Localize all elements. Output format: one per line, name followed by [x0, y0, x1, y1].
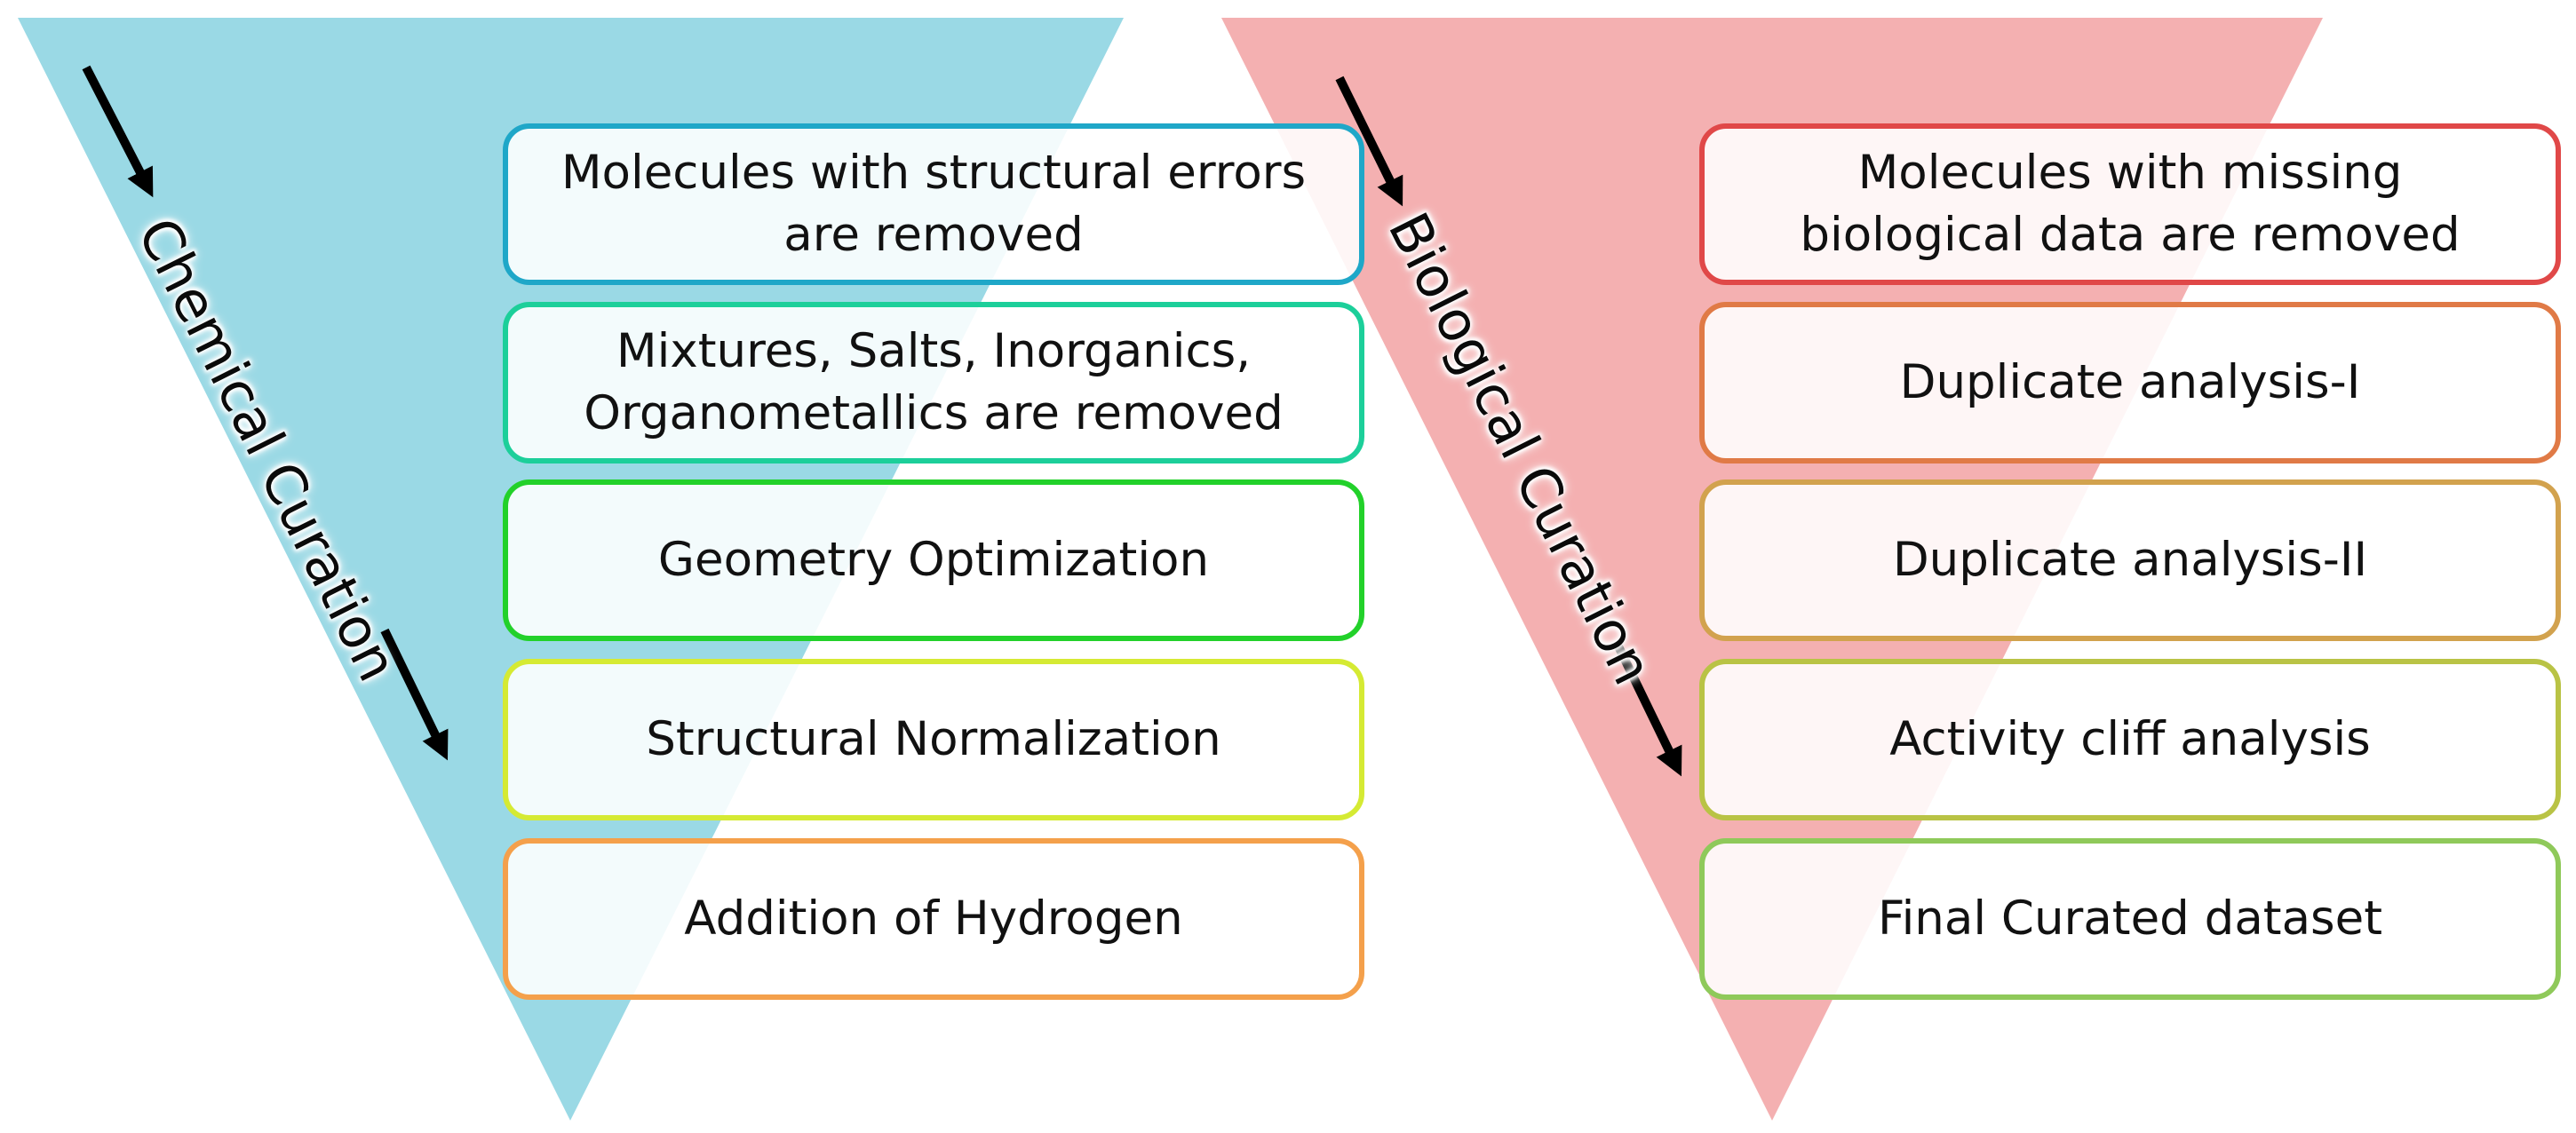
biological-step-duplicate-analysis-1: Duplicate analysis-I — [1699, 302, 2561, 464]
chemical-arrow-top — [82, 65, 154, 198]
chemical-arrow-bottom — [380, 628, 449, 761]
biological-step-missing-data: Molecules with missing biological data a… — [1699, 123, 2561, 285]
biological-step-duplicate-analysis-2: Duplicate analysis-II — [1699, 479, 2561, 641]
biological-step-final-dataset: Final Curated dataset — [1699, 838, 2561, 1000]
chemical-step-structural-errors: Molecules with structural errors are rem… — [503, 123, 1364, 285]
biological-arrow-top — [1335, 75, 1403, 207]
biological-step-activity-cliff: Activity cliff analysis — [1699, 659, 2561, 820]
chemical-step-geometry-optimization: Geometry Optimization — [503, 479, 1364, 641]
chemical-step-mixtures-salts: Mixtures, Salts, Inorganics, Organometal… — [503, 302, 1364, 464]
biological-arrow-bottom — [1614, 644, 1682, 777]
chemical-step-structural-normalization: Structural Normalization — [503, 659, 1364, 820]
chemical-step-addition-of-hydrogen: Addition of Hydrogen — [503, 838, 1364, 1000]
